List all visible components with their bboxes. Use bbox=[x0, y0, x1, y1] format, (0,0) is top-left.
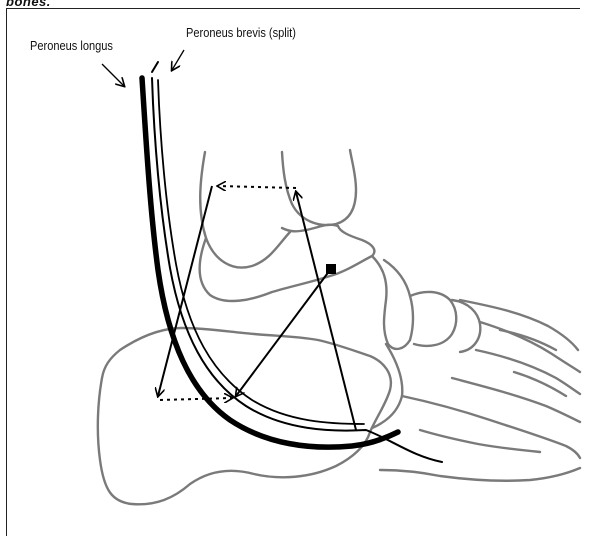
dotted-arrow-upper bbox=[218, 186, 296, 188]
cuboid-outline bbox=[372, 344, 402, 428]
forefoot-base bbox=[380, 468, 580, 481]
metatarsal-4-outline bbox=[452, 378, 580, 422]
tendons bbox=[142, 62, 442, 462]
longus-leader-arrow bbox=[102, 64, 124, 86]
fibula-outline bbox=[200, 152, 290, 268]
metatarsal-inner-2 bbox=[514, 372, 566, 396]
solid-arrow-up bbox=[296, 192, 356, 430]
midfoot-lower-outline bbox=[420, 430, 540, 452]
brevis-leader-arrow bbox=[172, 50, 184, 70]
cuneiform-outline bbox=[410, 292, 456, 346]
navicular-outline bbox=[372, 256, 413, 349]
dotted-arrow-lower bbox=[160, 398, 232, 400]
talus-marker-square bbox=[326, 264, 336, 274]
metatarsal-1-outline bbox=[460, 300, 578, 350]
metatarsal-5-outline bbox=[402, 396, 580, 458]
calcaneus-outline bbox=[98, 328, 391, 504]
metatarsal-2-outline bbox=[480, 322, 580, 372]
peroneus-brevis-stub bbox=[152, 62, 158, 72]
metatarsal-3-outline bbox=[476, 350, 580, 394]
